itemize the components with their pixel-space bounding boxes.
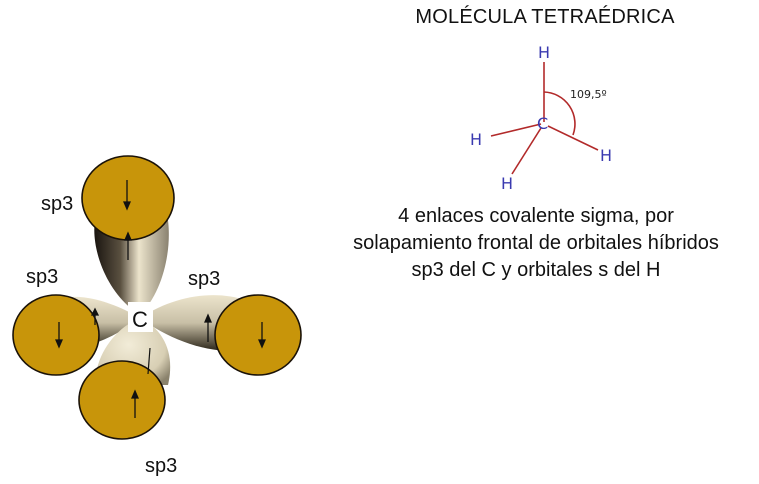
- pointer-line: [147, 347, 151, 375]
- sp3-label-right: sp3: [188, 268, 221, 290]
- hydrogen-atom-right: H: [600, 146, 612, 165]
- carbon-atom-label: C: [537, 114, 548, 133]
- s-orbital-left: [12, 294, 100, 376]
- caption-line: solapamiento frontal de orbitales híbrid…: [353, 232, 719, 254]
- electron-arrow-up: [90, 307, 100, 325]
- carbon-center-label: C: [132, 307, 148, 332]
- s-orbital-top: [81, 155, 175, 241]
- carbon-label-box: [128, 302, 153, 332]
- caption-line: sp3 del C y orbitales s del H: [411, 259, 661, 281]
- sp3-label-bottom: sp3: [145, 455, 178, 477]
- bond-c-h-bottom: [511, 127, 542, 175]
- electron-arrow-down: [123, 180, 131, 211]
- bond-c-h-left: [490, 123, 542, 137]
- sp3-label-left: sp3: [26, 266, 59, 288]
- electron-arrow-down: [258, 322, 266, 349]
- orbital-overlap-diagram: C: [12, 155, 302, 440]
- caption-line: 4 enlaces covalente sigma, por: [398, 205, 674, 227]
- diagram-title: MOLÉCULA TETRAÉDRICA: [415, 6, 675, 28]
- bond-c-h-right: [547, 125, 599, 151]
- electron-arrow-up: [204, 313, 212, 342]
- s-orbital-right: [214, 294, 302, 376]
- hydrogen-atom-top: H: [538, 43, 550, 62]
- caption: 4 enlaces covalente sigma, por solapamie…: [320, 203, 752, 284]
- s-orbital-bottom: [78, 360, 166, 440]
- electron-arrow-up: [124, 231, 132, 260]
- bond-angle-label: 109,5º: [570, 88, 607, 101]
- sp3-label-top: sp3: [41, 193, 74, 215]
- hydrogen-atom-bottom: H: [501, 174, 513, 193]
- bond-angle-arc: [543, 91, 576, 136]
- electron-arrow-down: [55, 322, 63, 349]
- electron-arrow-up: [131, 389, 139, 418]
- hydrogen-atom-left: H: [470, 130, 482, 149]
